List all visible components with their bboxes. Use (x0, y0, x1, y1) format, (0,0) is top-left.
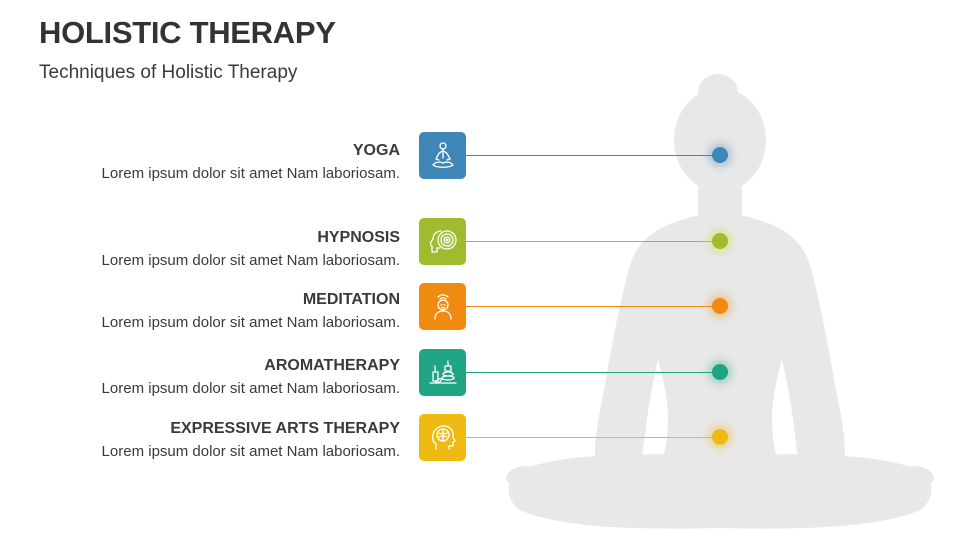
meditation-chakra-dot (712, 298, 728, 314)
expressive-arts-icon-box (419, 414, 466, 461)
brain-head-icon (431, 424, 456, 450)
technique-label: EXPRESSIVE ARTS THERAPY (170, 420, 400, 437)
meditating-person-icon (431, 141, 454, 168)
hypnosis-chakra-dot (712, 233, 728, 249)
aromatherapy-connector-line (466, 372, 720, 373)
hypnosis-spiral-head-icon (429, 229, 457, 253)
technique-label: MEDITATION (302, 291, 400, 308)
meditation-connector-line (466, 306, 720, 307)
candle-stones-icon (428, 359, 457, 384)
page-subtitle: Techniques of Holistic Therapy (39, 62, 298, 83)
calm-head-icon (433, 293, 452, 320)
technique-label: YOGA (352, 142, 400, 159)
technique-yoga-text: YOGA Lorem ipsum dolor sit amet Nam labo… (20, 141, 400, 184)
technique-description: Lorem ipsum dolor sit amet Nam laboriosa… (101, 443, 400, 460)
technique-meditation-text: MEDITATION Lorem ipsum dolor sit amet Na… (20, 290, 400, 333)
technique-hypnosis-text: HYPNOSIS Lorem ipsum dolor sit amet Nam … (20, 228, 400, 271)
technique-aromatherapy-text: AROMATHERAPY Lorem ipsum dolor sit amet … (20, 356, 400, 399)
technique-description: Lorem ipsum dolor sit amet Nam laboriosa… (101, 380, 400, 397)
technique-description: Lorem ipsum dolor sit amet Nam laboriosa… (101, 165, 400, 182)
technique-label: AROMATHERAPY (264, 357, 400, 374)
page-title: HOLISTIC THERAPY (39, 15, 336, 50)
expressive-arts-chakra-dot (712, 429, 728, 445)
meditation-icon-box (419, 283, 466, 330)
hypnosis-connector-line (466, 241, 720, 242)
yoga-chakra-dot (712, 147, 728, 163)
expressive-arts-connector-line (466, 437, 720, 438)
yoga-icon-box (419, 132, 466, 179)
aromatherapy-icon-box (419, 349, 466, 396)
technique-description: Lorem ipsum dolor sit amet Nam laboriosa… (101, 314, 400, 331)
aromatherapy-chakra-dot (712, 364, 728, 380)
technique-description: Lorem ipsum dolor sit amet Nam laboriosa… (101, 252, 400, 269)
technique-label: HYPNOSIS (317, 229, 400, 246)
technique-expressive-arts-text: EXPRESSIVE ARTS THERAPY Lorem ipsum dolo… (20, 419, 400, 462)
yoga-connector-line (466, 155, 720, 156)
hypnosis-icon-box (419, 218, 466, 265)
